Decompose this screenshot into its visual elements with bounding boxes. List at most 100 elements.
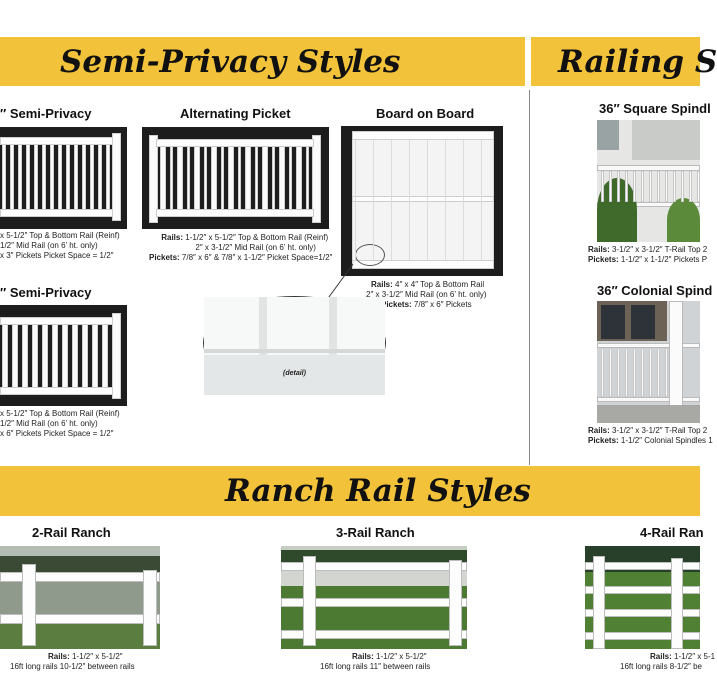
ranch-rail-banner: Ranch Rail Styles — [0, 466, 700, 516]
fence-picket — [66, 145, 70, 209]
fence-picket — [238, 147, 241, 209]
fence-picket — [52, 325, 58, 387]
fence-picket — [296, 147, 302, 209]
alternating-picket-specs: Rails: 1-1/2″ x 5-1/2″ Top & Bottom Rail… — [149, 233, 333, 262]
railing-spindle — [641, 348, 644, 397]
alternating-picket-heading: Alternating Picket — [180, 106, 291, 121]
railing-spindle — [649, 171, 652, 202]
fence-picket — [12, 325, 18, 387]
four-rail-ranch-specs: Rails: 1-1/2″ x 5-1 16ft long rails 8-1/… — [620, 652, 716, 671]
board — [427, 140, 428, 260]
fence-picket — [211, 147, 217, 209]
board — [391, 140, 392, 260]
semi-privacy-title: Semi-Privacy Styles — [60, 43, 401, 80]
semi-privacy-specs-2: x 5-1/2″ Top & Bottom Rail (Reinf) 1/2″ … — [0, 409, 120, 438]
column-divider — [529, 90, 530, 465]
fence-picket — [306, 147, 309, 209]
fence-picket — [2, 325, 8, 387]
fence-picket — [74, 145, 78, 209]
fence-picket — [279, 147, 285, 209]
board — [445, 140, 446, 260]
semi-privacy-banner: Semi-Privacy Styles — [0, 37, 525, 86]
fence-picket — [18, 145, 22, 209]
four-rail-ranch-photo — [585, 546, 700, 649]
three-rail-ranch-heading: 3-Rail Ranch — [336, 525, 415, 540]
fence-picket — [245, 147, 251, 209]
fence-picket — [90, 145, 94, 209]
fence-picket — [187, 147, 190, 209]
fence-picket — [2, 145, 6, 209]
board — [373, 140, 374, 260]
detail-label: (detail) — [283, 370, 306, 377]
fence-picket — [228, 147, 234, 209]
fence-picket — [42, 325, 48, 387]
colonial-spindle-heading: 36″ Colonial Spind — [597, 283, 713, 298]
railing-spindle — [601, 171, 604, 202]
fence-picket — [34, 145, 38, 209]
three-rail-ranch-specs: Rails: 1-1/2″ x 5-1/2″ 16ft long rails 1… — [320, 652, 431, 671]
railing-spindle — [673, 171, 676, 202]
square-spindle-heading: 36″ Square Spindl — [599, 101, 711, 116]
railing-spindle — [625, 171, 628, 202]
fence-picket — [194, 147, 200, 209]
railing-spindle — [689, 171, 692, 202]
railing-spindle — [665, 171, 668, 202]
railing-spindle — [609, 171, 612, 202]
colonial-spindle-photo — [597, 301, 700, 423]
railing-spindle — [609, 348, 612, 397]
railing-spindle — [625, 348, 628, 397]
fence-picket — [32, 325, 38, 387]
board-on-board-photo — [341, 126, 503, 276]
railing-spindle — [649, 348, 652, 397]
fence-picket — [204, 147, 207, 209]
railing-banner: Railing S — [531, 37, 717, 86]
fence-picket — [50, 145, 54, 209]
two-rail-ranch-photo — [0, 546, 160, 649]
three-rail-ranch-photo — [281, 546, 467, 649]
fence-picket — [160, 147, 166, 209]
two-rail-ranch-specs: Rails: 1-1/2″ x 5-1/2″ 16ft long rails 1… — [10, 652, 135, 671]
railing-spindle — [641, 171, 644, 202]
fence-picket — [102, 325, 108, 387]
railing-spindle — [665, 348, 668, 397]
railing-spindle — [697, 171, 700, 202]
board — [355, 140, 356, 260]
fence-picket — [42, 145, 46, 209]
railing-spindle — [681, 171, 684, 202]
railing-spindle — [657, 348, 660, 397]
fence-picket — [98, 145, 102, 209]
fence-picket — [106, 145, 110, 209]
railing-spindle — [601, 348, 604, 397]
detail-ellipse — [203, 296, 386, 395]
railing-spindle — [633, 171, 636, 202]
semi-privacy-photo-2 — [0, 305, 127, 406]
fence-picket — [170, 147, 173, 209]
fence-picket — [255, 147, 258, 209]
fence-picket — [92, 325, 98, 387]
semi-privacy-heading-1: ″ Semi-Privacy — [0, 106, 92, 121]
railing-spindle — [657, 171, 660, 202]
four-rail-ranch-heading: 4-Rail Ran — [640, 525, 704, 540]
ranch-rail-title: Ranch Rail Styles — [225, 473, 531, 509]
fence-picket — [72, 325, 78, 387]
semi-privacy-photo-1 — [0, 127, 127, 229]
colonial-spindle-specs: Rails: 3-1/2″ x 3-1/2″ T-Rail Top 2 Pick… — [588, 426, 713, 445]
fence-picket — [262, 147, 268, 209]
fence-picket — [289, 147, 292, 209]
fence-picket — [58, 145, 62, 209]
fence-picket — [26, 145, 30, 209]
square-spindle-photo — [597, 120, 700, 242]
railing-title: Railing S — [558, 43, 717, 80]
railing-spindle — [617, 171, 620, 202]
fence-picket — [10, 145, 14, 209]
board — [481, 140, 482, 260]
square-spindle-specs: Rails: 3-1/2″ x 3-1/2″ T-Rail Top 2 Pick… — [588, 245, 708, 264]
fence-picket — [221, 147, 224, 209]
fence-picket — [82, 145, 86, 209]
semi-privacy-specs-1: x 5-1/2″ Top & Bottom Rail (Reinf) 1/2″ … — [0, 231, 120, 260]
railing-spindle — [617, 348, 620, 397]
board — [463, 140, 464, 260]
two-rail-ranch-heading: 2-Rail Ranch — [32, 525, 111, 540]
fence-picket — [62, 325, 68, 387]
board-on-board-specs: Rails: 4″ x 4″ Top & Bottom Rail 2″ x 3-… — [366, 280, 487, 309]
